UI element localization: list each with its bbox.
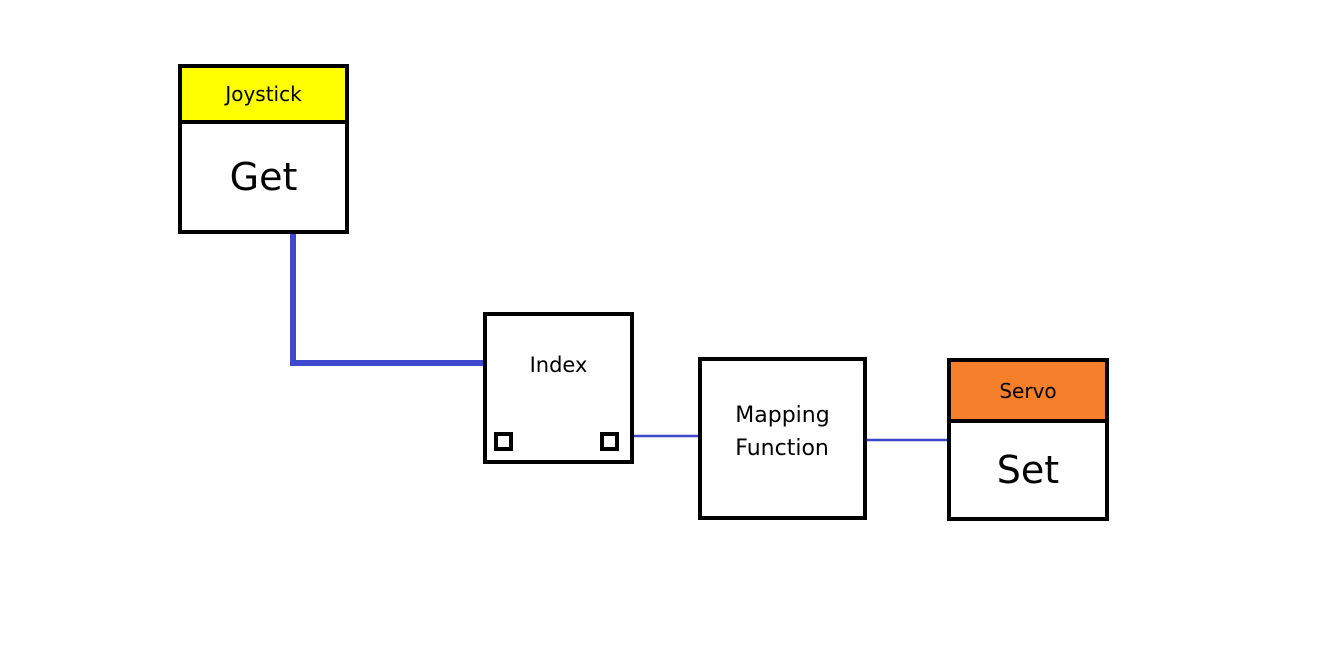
mapping-function-label: Mapping Function: [735, 402, 830, 461]
joystick-body: Get: [229, 155, 298, 199]
servo-set-block[interactable]: Servo Set: [947, 358, 1109, 521]
joystick-get-block[interactable]: Joystick Get: [178, 64, 349, 234]
index-output-terminal[interactable]: [600, 432, 619, 451]
servo-body: Set: [996, 448, 1060, 492]
wire-joystick-to-index: [290, 234, 483, 366]
mapping-function-node[interactable]: Mapping Function: [698, 357, 867, 520]
index-label: Index: [529, 353, 588, 377]
index-input-terminal[interactable]: [494, 432, 513, 451]
index-node[interactable]: Index: [483, 312, 634, 464]
joystick-header: Joystick: [182, 68, 345, 124]
servo-header: Servo: [951, 362, 1105, 423]
